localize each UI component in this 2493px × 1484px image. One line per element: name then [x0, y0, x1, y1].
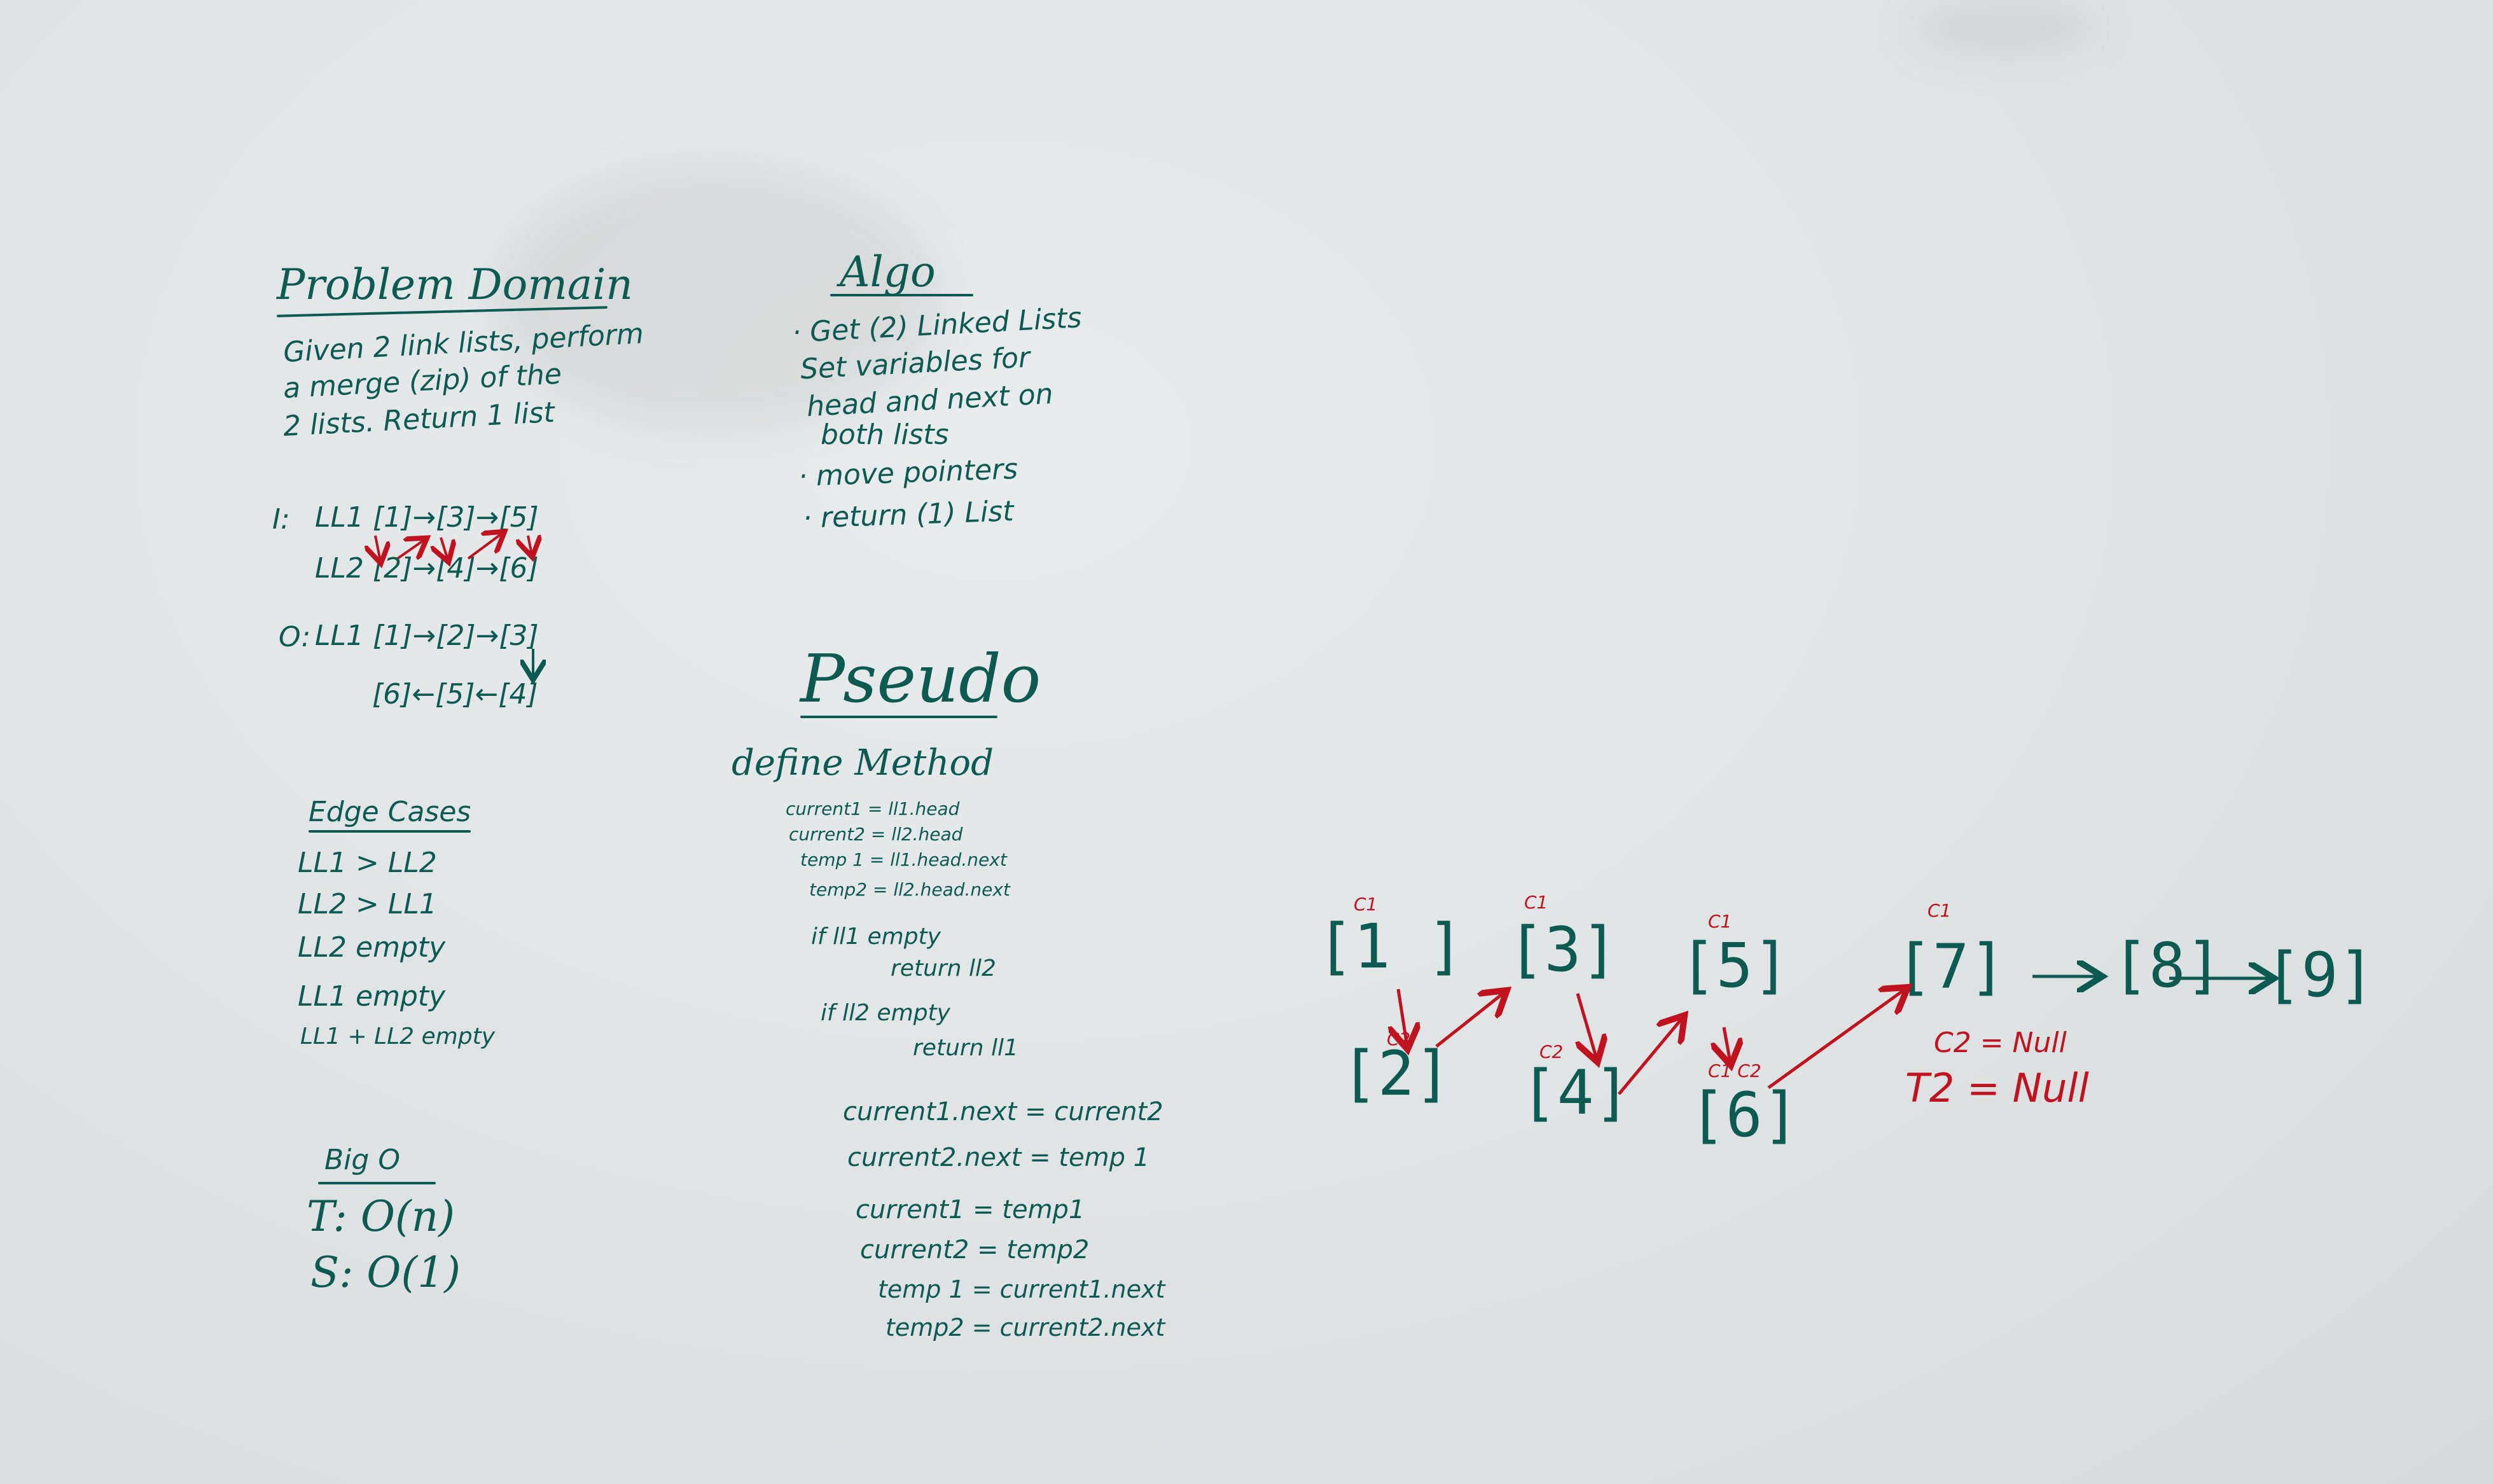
arrow — [441, 537, 448, 560]
list-node: [9] — [2265, 940, 2375, 1011]
pseudo-var: temp 1 = ll1.head.next — [800, 849, 1007, 870]
pseudo-assign: current1.next = current2 — [843, 1097, 1163, 1127]
edge-cases-heading: Edge Cases — [309, 796, 471, 828]
heading-underline — [309, 830, 471, 833]
pseudo-heading: Pseudo — [800, 640, 1041, 718]
arrow — [1618, 1018, 1683, 1095]
arrow — [375, 535, 380, 561]
heading-underline — [318, 1182, 436, 1184]
example-arrows — [375, 533, 532, 561]
algo-heading: Algo — [840, 247, 936, 296]
pseudo-move: temp 1 = current1.next — [878, 1275, 1165, 1303]
edge-case-item: LL1 + LL2 empty — [300, 1023, 496, 1050]
arrow — [396, 539, 425, 558]
arrow — [1398, 988, 1407, 1046]
pseudo-move: current1 = temp1 — [856, 1195, 1085, 1224]
pointer-label: C2 — [1539, 1041, 1564, 1062]
time-complexity: T: O(n) — [307, 1192, 455, 1241]
edge-case-item: LL1 > LL2 — [298, 847, 437, 879]
pointer-label: C1 — [1354, 894, 1378, 915]
problem-domain-heading: Problem Domain — [277, 260, 633, 309]
pseudo-var: current1 = ll1.head — [786, 798, 960, 819]
pseudo-if: if ll2 empty — [821, 1000, 950, 1026]
big-o-heading: Big O — [324, 1144, 400, 1176]
edge-case-item: LL2 > LL1 — [298, 888, 437, 920]
algo-line: both lists — [821, 419, 949, 451]
pointer-label: C1 — [1927, 900, 1952, 921]
pseudo-return: return ll2 — [891, 955, 996, 981]
pseudo-move: temp2 = current2.next — [885, 1314, 1165, 1342]
pseudo-var: current2 = ll2.head — [789, 824, 963, 845]
arrow — [1578, 993, 1597, 1059]
define-method: define Method — [732, 742, 994, 784]
list-node: [1 ] — [1317, 911, 1464, 982]
pseudo-return: return ll1 — [913, 1035, 1018, 1061]
pseudo-assign: current2.next = temp 1 — [847, 1143, 1150, 1172]
output-line-1: LL1 [1]→[2]→[3] — [315, 620, 539, 652]
space-complexity: S: O(1) — [310, 1248, 461, 1297]
pseudo-var: temp2 = ll2.head.next — [809, 879, 1010, 900]
edge-case-item: LL2 empty — [298, 931, 446, 964]
arrow — [1435, 992, 1504, 1048]
pseudo-if: if ll1 empty — [811, 924, 941, 950]
list-node: [6] — [1689, 1079, 1800, 1151]
pointer-label: C1 — [1524, 892, 1548, 913]
board-smudge — [496, 165, 941, 433]
pointer-label: C1 — [1708, 911, 1732, 932]
list-node: [4] — [1520, 1057, 1631, 1128]
board-smudge — [1908, 0, 2099, 57]
list-node: [3] — [1508, 914, 1618, 985]
list-node: [8] — [2112, 930, 2223, 1001]
output-label: O: — [279, 621, 311, 653]
arrow — [528, 536, 532, 555]
list-node: [5] — [1679, 930, 1790, 1001]
input-label: I: — [272, 503, 290, 536]
pseudo-move: current2 = temp2 — [860, 1235, 1090, 1265]
arrow — [1724, 1027, 1730, 1062]
list-node: [7] — [1896, 931, 2006, 1002]
arrow — [1767, 989, 1905, 1090]
diagram-arrows — [1398, 988, 1905, 1095]
arrow — [467, 533, 503, 560]
edge-case-item: LL1 empty — [298, 980, 446, 1013]
output-line-2: [6]←[5]←[4] — [372, 678, 538, 711]
null-note: T2 = Null — [1905, 1065, 2089, 1111]
heading-underline — [830, 294, 973, 296]
null-note: C2 = Null — [1934, 1027, 2067, 1059]
ll1-input: LL1 [1]→[3]→[5] — [315, 501, 539, 534]
diagram-next-arrows — [2032, 976, 2271, 978]
heading-underline — [800, 716, 997, 718]
